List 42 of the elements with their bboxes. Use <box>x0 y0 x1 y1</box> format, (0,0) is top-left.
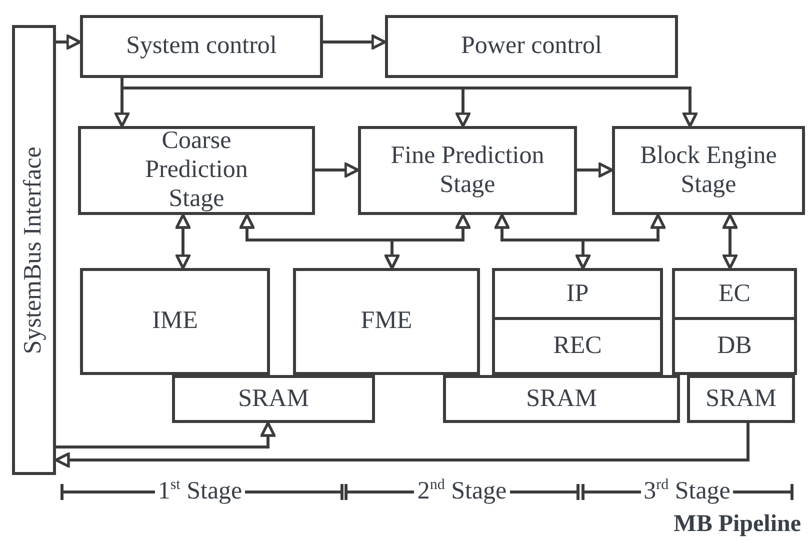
block-box <box>492 317 663 375</box>
block-box <box>78 126 315 215</box>
block-box <box>672 268 797 320</box>
block-box <box>80 268 270 375</box>
arrow <box>315 162 360 178</box>
block-label: Power control <box>461 32 602 61</box>
arrow <box>722 214 738 270</box>
block-label: System control <box>126 32 277 61</box>
block-box <box>612 126 805 215</box>
block-label: Fine Prediction Stage <box>390 142 546 200</box>
block-box <box>293 268 480 375</box>
block-box <box>358 126 577 215</box>
block-box <box>672 317 797 375</box>
arrow <box>323 34 386 50</box>
block-label: SRAM <box>706 384 776 414</box>
stage-label: 3$^{rd}$ Stage <box>640 477 734 506</box>
block-box <box>172 375 375 423</box>
block-label: REC <box>553 332 602 360</box>
block-label: Block Engine Stage <box>639 142 778 200</box>
arrow <box>175 214 191 270</box>
block-box <box>443 375 680 423</box>
block-label: DB <box>717 332 752 360</box>
block-label: Coarse Prediction Stage <box>144 127 249 214</box>
block-box <box>492 268 663 320</box>
block-label: SRAM <box>238 384 309 414</box>
block-label: SystemBus Interface <box>20 146 48 354</box>
arrow <box>56 34 82 50</box>
arrow <box>54 423 750 468</box>
stage-label: 2$^{nd}$ Stage <box>414 477 510 506</box>
arrow <box>56 422 276 448</box>
block-label: FME <box>360 307 412 336</box>
block-label: SRAM <box>526 384 597 414</box>
block-box <box>385 15 678 78</box>
block-label: EC <box>718 280 750 308</box>
arrow <box>575 214 666 270</box>
block-box <box>80 15 323 78</box>
block-box <box>687 375 795 423</box>
bus-bar <box>12 25 56 475</box>
block-label: IP <box>566 280 589 308</box>
arrow <box>577 162 614 178</box>
block-label: IME <box>152 307 198 336</box>
arrow <box>384 214 471 270</box>
